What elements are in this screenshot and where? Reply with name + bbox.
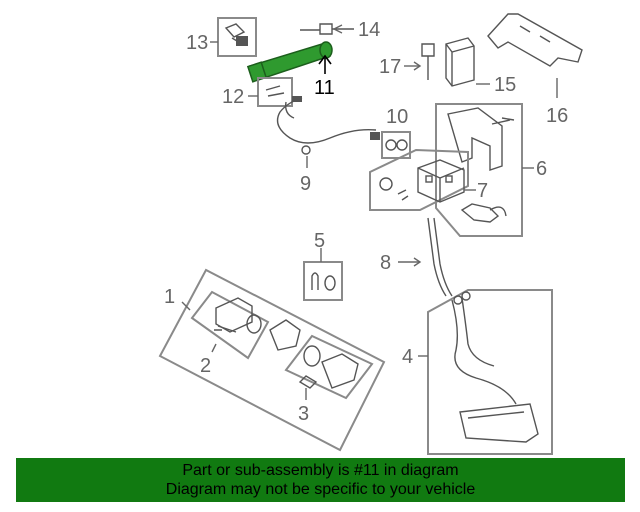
part-8-hose [427,217,447,297]
leader-1 [181,301,191,311]
leader-8-arrow [413,257,422,267]
callout-8: 8 [380,252,391,274]
part-11-endcap [246,61,268,83]
callout-12: 12 [222,86,244,108]
callout-4: 4 [402,346,413,368]
part-13: 13 [186,17,257,57]
callout-2: 2 [200,355,211,377]
callout-10: 10 [386,106,408,128]
part-4-harness [451,299,517,405]
leader-14-arrow [333,24,343,34]
parts-diagram: 13 14 11 12 9 10 [158,13,583,455]
part-3: 3 [269,319,374,425]
part-5-seal-b [324,275,336,291]
part-16-bracket [487,13,583,67]
part-10-seal-b [396,139,408,151]
part-6-box [435,103,523,237]
part-3-flange [269,319,301,351]
part-13-clip [236,36,248,46]
callout-9: 9 [300,173,311,195]
part-17-shape [421,43,435,80]
part-16: 16 [487,13,583,127]
callout-5: 5 [314,230,325,252]
part-3-plug [298,375,318,389]
part-2-box [190,290,270,360]
part-3-seal [303,345,321,367]
part-1-box [158,268,386,452]
part-1: 1 [158,268,386,452]
part-3-body [321,353,359,389]
callout-1: 1 [164,286,175,308]
part-11-tip [319,41,333,59]
part-7-block [417,159,465,203]
part-6-bolt [491,117,515,125]
part-10-seal-a [385,139,397,151]
part-15-module [445,37,475,87]
part-9-branch [284,101,295,119]
part-5-seal-a [311,272,319,290]
part-8-hose-outline [433,217,453,297]
part-7-plug [379,177,393,191]
callout-15: 15 [494,74,516,96]
footer-line-1: Part or sub-assembly is #11 in diagram [182,462,459,479]
callout-3: 3 [298,403,309,425]
part-7-port-b [445,175,453,183]
footer-banner: Part or sub-assembly is #11 in diagram D… [16,458,625,502]
part-12-shape [265,85,285,97]
part-9-connector-b [370,132,380,140]
part-13-box [217,17,257,57]
part-2-bolt [214,325,237,333]
leader-11-arrow [318,54,332,65]
part-9-grommet [301,145,311,155]
part-4-sensor [459,403,539,443]
leader-17-arrow [413,61,422,71]
callout-6: 6 [536,158,547,180]
callout-17: 17 [379,56,401,78]
part-17: 17 [379,43,435,80]
part-8: 8 [380,217,453,297]
part-10: 10 [381,106,411,159]
callout-16: 16 [546,105,568,127]
part-4: 4 [402,289,553,455]
part-4-box [427,289,553,455]
part-12: 12 [222,77,293,108]
part-4-harness-b [461,297,495,367]
part-4-ring-b [461,291,471,301]
callout-14: 14 [358,19,380,41]
part-6-bracket [447,107,503,171]
part-11-highlight: 11 [246,41,335,99]
part-3-box [284,334,374,400]
part-7-port-a [425,175,433,183]
part-15: 15 [445,37,516,96]
callout-13: 13 [186,32,208,54]
part-6: 6 [435,103,547,237]
part-2: 2 [190,290,270,377]
part-14-shape [300,23,354,35]
part-2-body [215,297,253,333]
part-4-ring-a [453,295,463,305]
part-2-seal [246,314,262,334]
part-5-box [303,261,343,301]
part-7-bolts [397,189,409,201]
part-7-box [369,148,469,211]
part-5: 5 [303,230,343,301]
part-6-connector [460,203,507,223]
part-10-box [381,131,411,159]
part-12-box [257,77,293,107]
part-9-connector-a [292,96,302,102]
callout-7: 7 [477,180,488,202]
part-9: 9 [276,96,380,195]
footer-line-2: Diagram may not be specific to your vehi… [165,481,476,498]
part-14: 14 [300,19,380,41]
callout-11: 11 [314,77,335,99]
part-7: 7 [369,148,488,211]
leader-2 [211,343,217,353]
